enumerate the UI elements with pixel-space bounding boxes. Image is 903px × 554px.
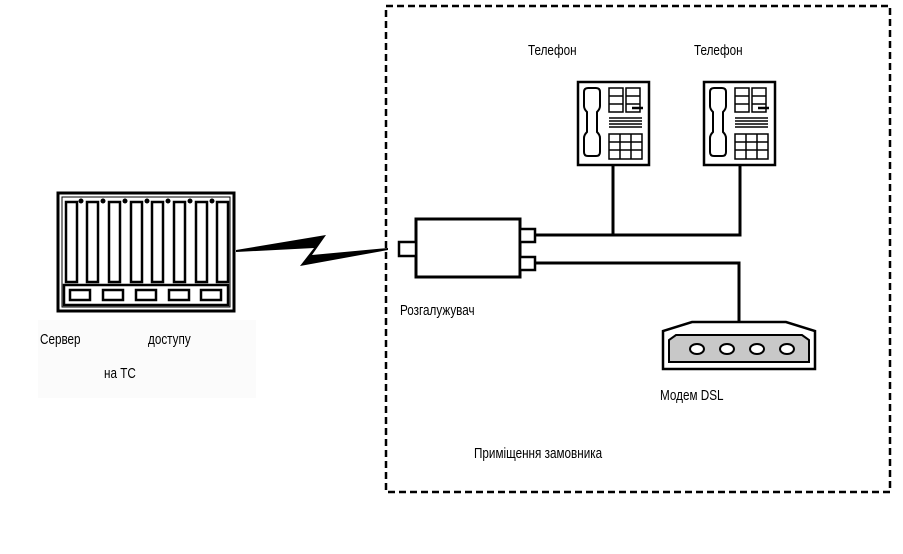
splitter-label: Розгалужувач	[400, 302, 475, 319]
wireless-link-icon	[236, 235, 388, 266]
phone-line-wire	[535, 166, 742, 237]
server-label-word2: доступу	[148, 331, 191, 348]
server-label-word1: Сервер	[40, 331, 81, 348]
phone-label-1: Телефон	[528, 42, 577, 59]
modem-line-wire	[535, 261, 741, 322]
access-server-icon	[56, 191, 236, 313]
server-label-background	[38, 320, 256, 398]
premises-label: Приміщення замовника	[474, 445, 603, 462]
dsl-modem-icon	[661, 320, 817, 371]
telephone-icon	[702, 80, 777, 167]
telephone-icon	[576, 80, 651, 167]
splitter-icon	[397, 217, 537, 279]
server-label-line2: на ТС	[104, 365, 136, 382]
modem-label: Модем DSL	[660, 387, 724, 404]
phone-label-2: Телефон	[694, 42, 743, 59]
